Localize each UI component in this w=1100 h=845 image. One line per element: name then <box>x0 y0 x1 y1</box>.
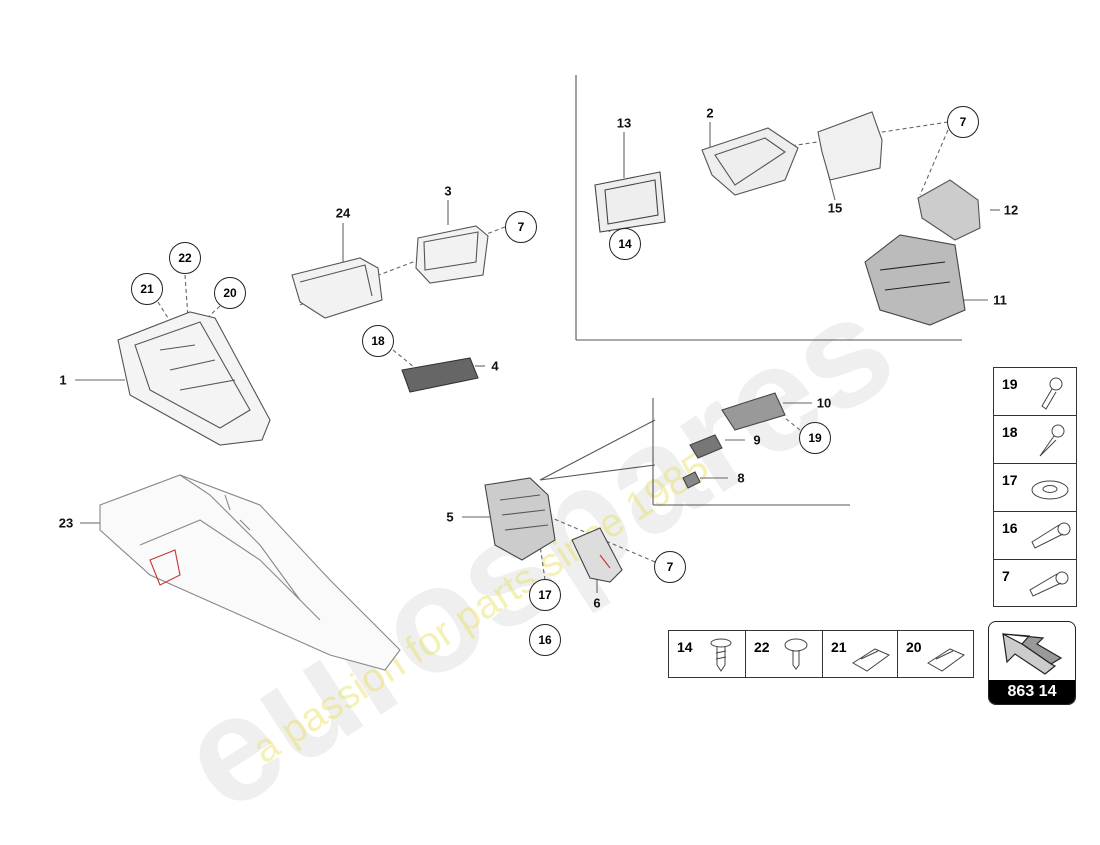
callout-circle-7: 7 <box>654 551 686 583</box>
part-3-panel <box>415 225 489 284</box>
callout-6: 6 <box>593 595 601 611</box>
hardware-item-22: 22 <box>746 631 823 677</box>
hardware-legend-row: 14 22 21 20 <box>668 630 974 678</box>
callout-24: 24 <box>335 205 351 221</box>
callout-15: 15 <box>827 200 843 216</box>
bolt-icon <box>1031 522 1071 549</box>
callout-circle-21: 21 <box>131 273 163 305</box>
part-24-cover <box>291 257 383 319</box>
callout-circle-22: 22 <box>169 242 201 274</box>
part-2-bezel <box>701 127 799 196</box>
callout-13: 13 <box>616 115 632 131</box>
clip-screw-icon <box>784 638 808 670</box>
bolt-icon <box>1029 571 1069 597</box>
callout-1: 1 <box>59 372 67 388</box>
tapping-screw-icon <box>710 638 732 672</box>
part-11-control-unit <box>864 234 966 326</box>
callout-9: 9 <box>753 432 761 448</box>
washer-icon <box>1031 480 1069 500</box>
spring-nut-icon <box>852 648 891 672</box>
hardware-item-17: 17 <box>994 464 1076 512</box>
callout-circle-7: 7 <box>947 106 979 138</box>
part-9-switch <box>689 434 723 459</box>
callout-3: 3 <box>444 183 452 199</box>
part-5-console-panel <box>484 477 556 561</box>
hardware-item-14: 14 <box>669 631 746 677</box>
page-reference-badge: 863 14 <box>988 621 1076 705</box>
callout-circle-19: 19 <box>799 422 831 454</box>
hardware-item-7: 7 <box>994 560 1076 606</box>
parts-drawing <box>75 75 1000 671</box>
hardware-item-18: 18 <box>994 416 1076 464</box>
callout-circle-14: 14 <box>609 228 641 260</box>
callout-circle-17: 17 <box>529 579 561 611</box>
hardware-item-16: 16 <box>994 512 1076 560</box>
part-12-cover <box>917 179 981 241</box>
part-13-display <box>594 171 666 233</box>
part-23-tunnel-trim <box>99 474 401 671</box>
callout-4: 4 <box>491 358 499 374</box>
callout-circle-16: 16 <box>529 624 561 656</box>
hardware-item-21: 21 <box>823 631 898 677</box>
callout-23: 23 <box>58 515 74 531</box>
hardware-item-20: 20 <box>898 631 973 677</box>
hardware-legend-column: 19 18 17 16 7 <box>993 367 1077 607</box>
part-8-button <box>682 471 701 489</box>
callout-10: 10 <box>816 395 832 411</box>
group-frame <box>539 75 962 506</box>
callout-8: 8 <box>737 470 745 486</box>
screw-icon <box>1041 377 1063 410</box>
page-code: 863 14 <box>989 680 1075 704</box>
callout-circle-18: 18 <box>362 325 394 357</box>
part-6-cover <box>571 527 623 583</box>
callout-circle-7: 7 <box>505 211 537 243</box>
callout-5: 5 <box>446 509 454 525</box>
part-10-switch-panel <box>721 392 786 431</box>
dashed-leaders <box>157 121 949 581</box>
part-4-switch-block <box>401 357 479 393</box>
callout-circle-20: 20 <box>214 277 246 309</box>
part-1-center-console <box>117 311 271 446</box>
callout-12: 12 <box>1003 202 1019 218</box>
part-15-screen <box>817 111 883 181</box>
spring-nut-icon <box>927 648 966 672</box>
callout-11: 11 <box>993 292 1007 308</box>
arrow-icon <box>1002 632 1063 675</box>
hardware-item-19: 19 <box>994 368 1076 416</box>
callout-2: 2 <box>706 105 714 121</box>
screw-icon <box>1039 424 1065 457</box>
